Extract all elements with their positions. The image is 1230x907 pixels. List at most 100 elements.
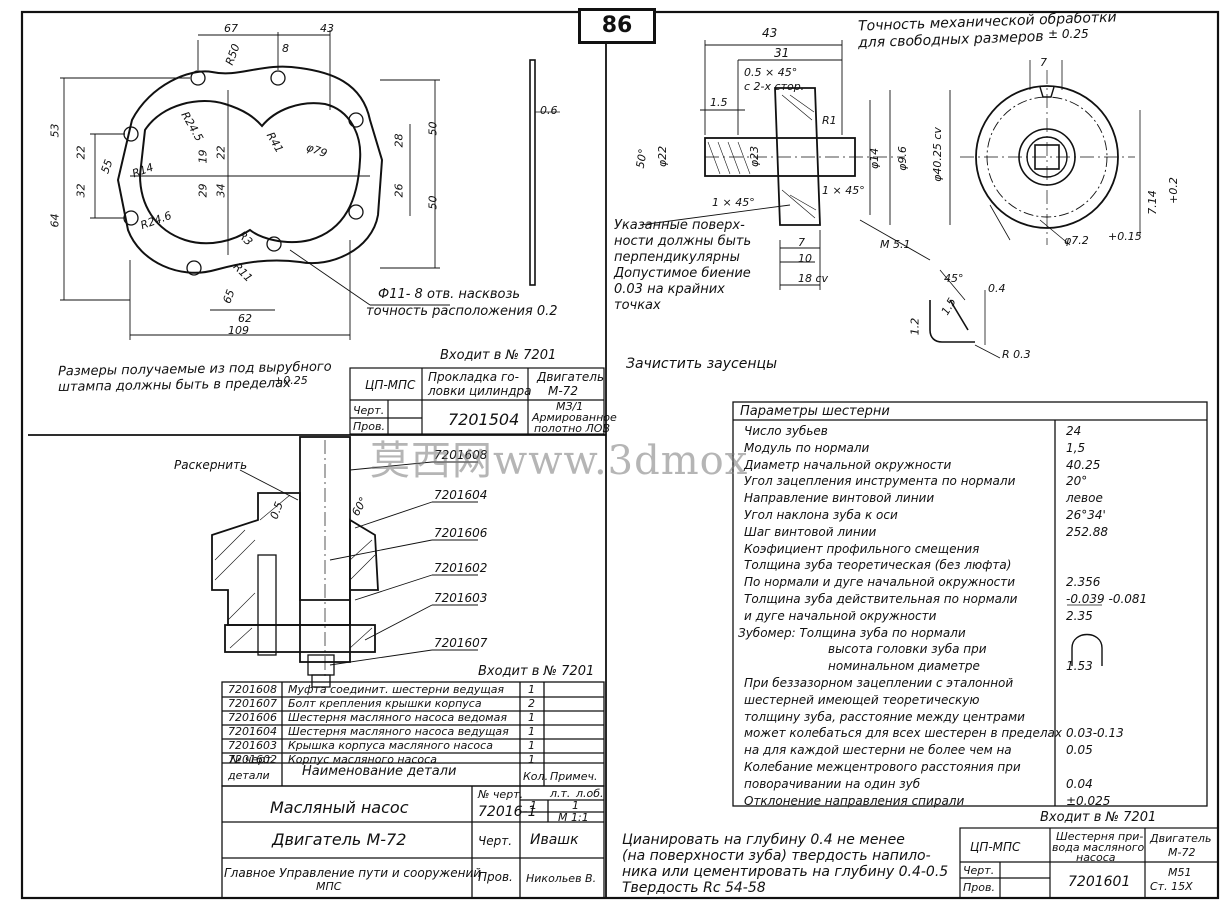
dim-tooth-width-7: 7 bbox=[1040, 56, 1047, 69]
gasket-engine-line2: М-72 bbox=[548, 384, 578, 398]
gear-param-label: Диаметр начальной окружности bbox=[744, 457, 952, 472]
dim-1-2: 1.2 bbox=[908, 317, 922, 336]
dim-10: 10 bbox=[798, 252, 812, 265]
dim-22b: 22 bbox=[214, 145, 228, 160]
assembly-org-line1: Главное Управление пути и сооружений bbox=[224, 866, 482, 880]
gear-name-line2: вода масляного bbox=[1052, 841, 1145, 854]
dim-26: 26 bbox=[392, 183, 406, 198]
dim-28: 28 bbox=[392, 133, 406, 148]
dim-67: 67 bbox=[224, 22, 238, 35]
gear-param-label: номинальном диаметре bbox=[828, 659, 980, 674]
callout-7201604: 7201604 bbox=[434, 488, 488, 502]
dim-29: 29 bbox=[196, 183, 210, 198]
gear-org: ЦП-МПС bbox=[970, 840, 1021, 854]
gear-param-label: Направление винтовой линии bbox=[744, 491, 935, 506]
page-number: 86 bbox=[578, 8, 656, 44]
gear-param-label: Угол зацепления инструмента по нормали bbox=[744, 474, 1016, 489]
dim-tol-0-15: +0.15 bbox=[1108, 230, 1142, 243]
gasket-engine-line1: Двигатель bbox=[537, 370, 605, 384]
dim-chamfer-note: с 2-х стор. bbox=[744, 80, 805, 93]
dim-64: 64 bbox=[48, 213, 62, 228]
gear-param-value: 26°34' bbox=[1066, 508, 1106, 522]
parts-row-name: Шестерня масляного насоса ведущая bbox=[288, 725, 509, 738]
gear-param-label: Колебание межцентрового расстояния при bbox=[744, 760, 1021, 774]
gear-material-1: М51 bbox=[1168, 866, 1192, 879]
gasket-material-1: МЗ/1 bbox=[556, 400, 584, 413]
gear-param-value: 20° bbox=[1066, 474, 1088, 489]
dim-22: 22 bbox=[74, 145, 88, 160]
gear-param-value: -0.039 -0.081 bbox=[1066, 592, 1148, 606]
parts-hdr-num2: детали bbox=[228, 769, 270, 782]
gasket-dimension-lines bbox=[60, 30, 450, 340]
gear-note-line6: точках bbox=[614, 298, 661, 313]
gear-param-label: толщину зуба, расстояние между центрами bbox=[744, 709, 1025, 724]
gear-param-label: на для каждой шестерни не более чем на bbox=[744, 743, 1012, 758]
assembly-checker: Никольев В. bbox=[526, 872, 597, 885]
dim-62: 62 bbox=[238, 312, 252, 325]
dim-r0-3: R 0.3 bbox=[1002, 348, 1031, 361]
parts-hdr-num1: № черт. bbox=[230, 753, 276, 766]
parts-row-qty: 1 bbox=[528, 753, 535, 766]
watermark: 莫西网www.3dmox bbox=[370, 438, 749, 484]
gear-param-label: Модуль по нормали bbox=[744, 440, 870, 455]
assembly-cherth-label: Черт. bbox=[478, 834, 513, 848]
gear-param-label: Толщина зуба действительная по нормали bbox=[744, 592, 1018, 606]
gear-param-value: 2.356 bbox=[1066, 575, 1101, 590]
gear-code: 7201601 bbox=[1068, 874, 1131, 890]
gear-param-value: 2.35 bbox=[1066, 608, 1093, 623]
gear-enters-label: Входит в № 7201 bbox=[1040, 810, 1157, 825]
gear-param-value: 0.05 bbox=[1066, 743, 1093, 758]
cyanide-note-line1: Цианировать на глубину 0.4 не менее bbox=[622, 832, 905, 848]
parts-row-name: Крышка корпуса масляного насоса bbox=[288, 739, 493, 752]
precision-note-tolerance: ± 0.25 bbox=[1048, 27, 1089, 41]
gasket-prov-label: Пров. bbox=[353, 420, 385, 433]
dim-7: 7 bbox=[798, 236, 805, 249]
parts-hdr-name: Наименование детали bbox=[302, 764, 457, 779]
callout-7201606: 7201606 bbox=[434, 526, 488, 540]
gasket-holes-note: Ф11- 8 отв. насквозь bbox=[378, 287, 521, 302]
gear-param-value: ±0.025 bbox=[1066, 793, 1111, 808]
assembly-title: Масляный насос bbox=[270, 798, 409, 817]
dim-angle-45: 45° bbox=[944, 272, 964, 285]
gear-param-label: По нормали и дуге начальной окружности bbox=[744, 575, 1016, 590]
parts-row-qty: 1 bbox=[528, 683, 535, 696]
gear-note-line3: перпендикулярны bbox=[614, 250, 740, 265]
gear-note-line2: ности должны быть bbox=[614, 234, 752, 249]
dim-1-5: 1.5 bbox=[710, 96, 728, 109]
gasket-title-block bbox=[349, 367, 605, 435]
parts-row-name: Шестерня масляного насоса ведомая bbox=[288, 711, 507, 724]
gasket-material-2: Армированное bbox=[532, 411, 617, 424]
gear-note-line1: Указанные поверх- bbox=[614, 218, 745, 233]
gear-param-label: высота головки зуба при bbox=[828, 642, 987, 657]
parts-row-number: 7201607 bbox=[228, 697, 277, 710]
gear-param-value: 1.53 bbox=[1066, 659, 1093, 674]
parts-row-number: 7201604 bbox=[228, 725, 277, 738]
assembly-cherth-no: № черт. bbox=[478, 788, 524, 801]
gear-param-value: 252.88 bbox=[1066, 524, 1108, 539]
gear-param-label: При беззазорном зацеплении с эталонной bbox=[744, 676, 1014, 690]
gasket-name-line1: Прокладка го- bbox=[428, 370, 519, 384]
parts-row-number: 7201602 bbox=[228, 753, 277, 766]
gear-params-title: Параметры шестерни bbox=[740, 404, 890, 419]
dim-43: 43 bbox=[320, 22, 334, 35]
dim-18: 18 cv bbox=[798, 272, 829, 285]
dim-chamfer-1: 1 × 45° bbox=[712, 196, 755, 209]
gasket-material-3: полотно ЛОВ bbox=[534, 422, 610, 435]
dim-31: 31 bbox=[774, 46, 790, 60]
gear-engine-line1: Двигатель bbox=[1150, 832, 1212, 845]
assembly-code: 72016-1 bbox=[478, 804, 537, 820]
gasket-org: ЦП-МПС bbox=[365, 378, 416, 392]
dim-34: 34 bbox=[214, 183, 228, 198]
assembly-sheet: 1 bbox=[530, 799, 537, 812]
cyanide-note-line4: Твердость Rc 54-58 bbox=[622, 880, 766, 896]
parts-row-number: 7201606 bbox=[228, 711, 277, 724]
dim-8: 8 bbox=[282, 42, 289, 55]
dim-phi9-6: φ9.6 bbox=[895, 146, 909, 171]
dim-0-4: 0.4 bbox=[988, 282, 1006, 295]
dim-phi14: φ14 bbox=[868, 147, 882, 170]
assembly-scale: М 1:1 bbox=[558, 811, 589, 824]
dim-50a: 50 bbox=[426, 121, 440, 136]
parts-row-name: Корпус масляного насоса bbox=[288, 753, 437, 766]
gasket-outline bbox=[116, 65, 384, 276]
